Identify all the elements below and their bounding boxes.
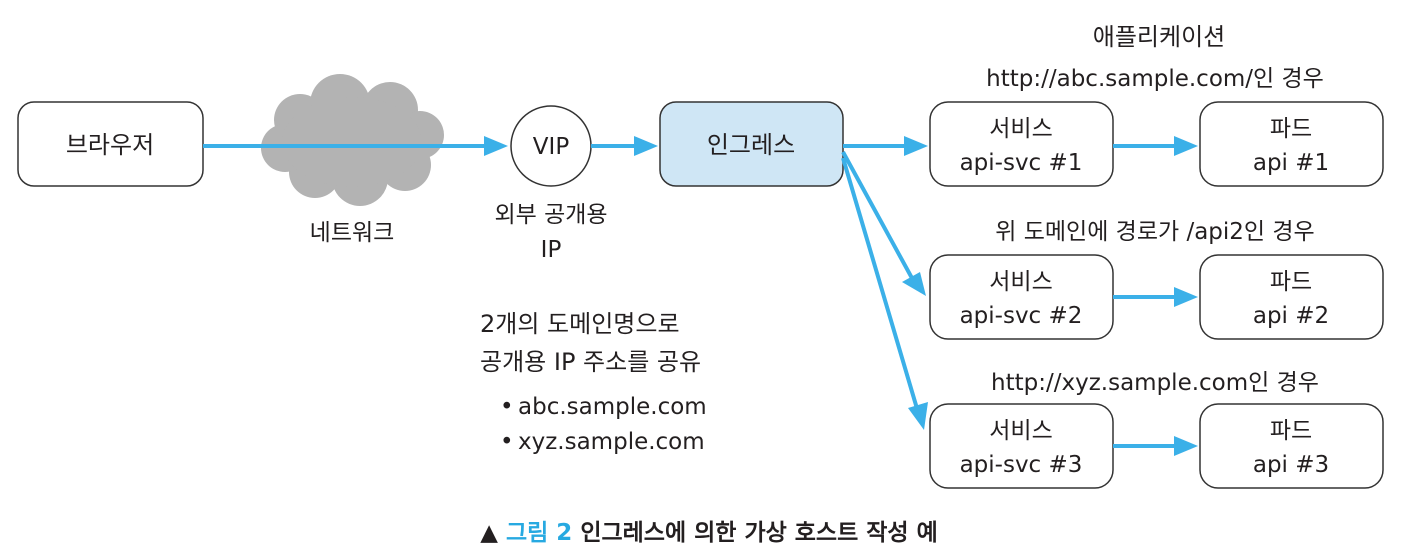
browser-label: 브라우저 [66, 131, 154, 159]
route-condition-1: http://abc.sample.com/인 경우 [986, 66, 1324, 92]
caption-figure-label: 그림 2 [506, 520, 572, 546]
service-title-1: 서비스 [989, 116, 1052, 142]
note-domain-2: xyz.sample.com [518, 429, 705, 455]
arrow-service-3-to-pod-3 [1113, 436, 1198, 456]
pod-box-2 [1199, 254, 1384, 340]
ingress-label: 인그레스 [707, 131, 795, 159]
vip-label: VIP [533, 134, 570, 160]
pod-title-3: 파드 [1270, 418, 1312, 444]
pod-name-2: api #2 [1253, 303, 1329, 329]
application-heading: 애플리케이션 [1093, 23, 1225, 51]
arrow-browser-to-vip [203, 136, 508, 156]
note-domain-1: abc.sample.com [518, 394, 707, 420]
service-name-3: api-svc #3 [960, 452, 1083, 478]
pod-title-1: 파드 [1270, 116, 1312, 142]
pod-title-2: 파드 [1270, 269, 1312, 295]
service-title-3: 서비스 [989, 418, 1052, 444]
service-name-2: api-svc #2 [960, 303, 1083, 329]
arrow-ingress-to-service-2 [841, 151, 926, 296]
pod-name-1: api #1 [1253, 150, 1329, 176]
caption-text: 인그레스에 의한 가상 호스트 작성 예 [580, 520, 937, 546]
pod-box-1 [1199, 101, 1384, 187]
route-condition-2: 위 도메인에 경로가 /api2인 경우 [995, 219, 1314, 245]
route-condition-3: http://xyz.sample.com인 경우 [991, 370, 1319, 396]
arrow-service-1-to-pod-1 [1113, 136, 1198, 156]
pod-name-3: api #3 [1253, 452, 1329, 478]
vip-caption-line2: IP [541, 237, 562, 263]
network-cloud [261, 74, 444, 206]
arrow-vip-to-ingress [591, 136, 658, 156]
service-name-1: api-svc #1 [960, 150, 1083, 176]
note-bullet-1: • [500, 394, 514, 420]
arrow-ingress-to-service-3 [841, 157, 928, 430]
note-bullet-2: • [500, 429, 514, 455]
vip-caption-line1: 외부 공개용 [494, 202, 607, 228]
note-line-2: 공개용 IP 주소를 공유 [480, 348, 701, 376]
arrow-ingress-to-service-1 [843, 136, 928, 156]
note-line-1: 2개의 도메인명으로 [480, 310, 680, 338]
network-label: 네트워크 [310, 220, 395, 246]
caption-marker: ▲ [480, 520, 498, 546]
figure-caption: ▲ 그림 2 인그레스에 의한 가상 호스트 작성 예 [480, 520, 938, 546]
service-title-2: 서비스 [989, 269, 1052, 295]
pod-box-3 [1199, 403, 1384, 489]
arrow-service-2-to-pod-2 [1113, 287, 1198, 307]
